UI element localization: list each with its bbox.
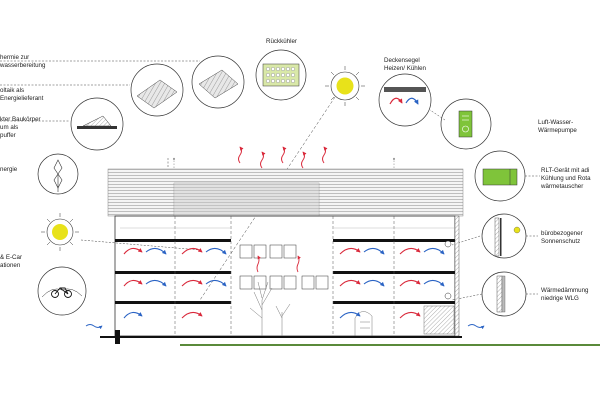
building-mass-icon bbox=[77, 115, 117, 129]
label-rlt-2: Kühlung und Rota bbox=[541, 175, 591, 182]
bicycle-icon bbox=[51, 287, 72, 298]
heat-pump-icon bbox=[458, 110, 473, 138]
sun-icon bbox=[325, 66, 365, 106]
label-sonnenschutz-1: bürobezogener bbox=[541, 230, 583, 237]
insulation-icon bbox=[496, 275, 506, 313]
label-luftwasser-2: Wärmepumpe bbox=[538, 127, 577, 134]
label-photovoltaik-1: oltaik als bbox=[0, 87, 25, 94]
photovoltaic-icon-group bbox=[191, 55, 245, 109]
label-luftwasser-1: Luft-Wasser- bbox=[538, 119, 574, 126]
photovoltaic-icon bbox=[198, 69, 239, 99]
label-rlt-3: wärmetauscher bbox=[541, 183, 584, 190]
label-photovoltaik-2: Energielieferant bbox=[0, 95, 44, 102]
cooler-icon bbox=[262, 63, 300, 87]
label-daemmung-1: Wärmedämmung bbox=[541, 287, 589, 294]
ventilation-unit-icon bbox=[482, 168, 518, 186]
heat-pump-icon-group bbox=[440, 98, 492, 150]
label-sonnenschutz-2: Sonnenschutz bbox=[541, 238, 581, 245]
label-solarthermie-2: wasserbereitung bbox=[0, 62, 46, 69]
building-section bbox=[85, 146, 485, 344]
ceiling-panel-icon-group bbox=[378, 73, 432, 127]
wind-turbine-icon bbox=[53, 159, 63, 192]
label-ecar-2: ationen bbox=[0, 262, 21, 269]
label-baukoerper-1: kter Baukörper bbox=[0, 116, 41, 123]
label-solarthermie-1: hermie zur bbox=[0, 54, 30, 61]
cooler-icon-group bbox=[255, 49, 307, 101]
label-daemmung-2: niedrige WLG bbox=[541, 295, 579, 302]
label-baukoerper-3: puffer bbox=[0, 132, 16, 139]
label-ecar-1: & E-Car bbox=[0, 254, 23, 261]
shading-icon bbox=[494, 217, 521, 257]
label-ruckkuhler: Rückkühler bbox=[266, 38, 297, 45]
bicycle-icon-group bbox=[37, 266, 87, 316]
insulation-icon-group bbox=[481, 271, 527, 317]
label-deckensegel-2: Heizen/ Kühlen bbox=[384, 65, 426, 72]
ventilation-unit-icon-group bbox=[474, 150, 526, 202]
wind-turbine-icon-group bbox=[37, 153, 79, 195]
shading-icon-group bbox=[481, 213, 527, 259]
building-mass-icon-group bbox=[70, 97, 124, 151]
solar-thermal-icon bbox=[136, 79, 178, 109]
label-wind: nergie bbox=[0, 166, 18, 173]
label-rlt-1: RLT-Gerät mit adi bbox=[541, 167, 590, 174]
sun-icon bbox=[41, 213, 79, 251]
label-deckensegel-1: Deckensegel bbox=[384, 57, 420, 64]
label-baukoerper-2: um als bbox=[0, 124, 19, 131]
ceiling-panel-icon bbox=[384, 87, 426, 105]
pv-roof-icon-group bbox=[130, 63, 184, 117]
